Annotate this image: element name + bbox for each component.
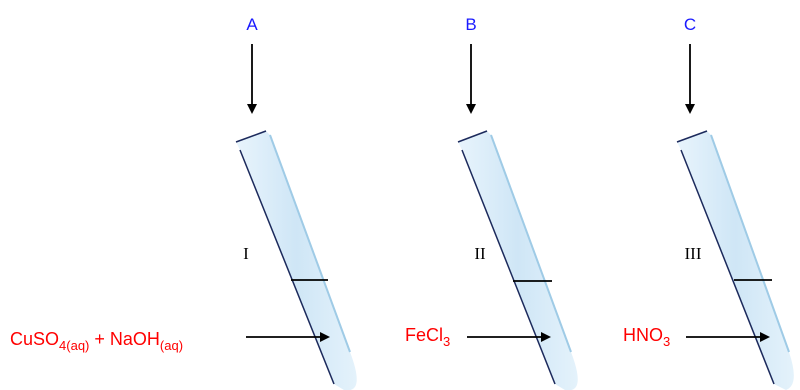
tube-group-c: C III HNO3 (623, 15, 794, 390)
tube-roman-c: III (685, 244, 702, 263)
reagent-label-c: HNO3 (623, 325, 670, 349)
test-tube-a (235, 130, 357, 390)
reagent-label-a: CuSO4(aq) + NaOH(aq) (10, 329, 183, 353)
tube-group-b: B II FeCl3 (405, 15, 578, 390)
test-tube-b (457, 130, 578, 390)
tube-letter-b: B (465, 15, 476, 34)
tube-roman-a: I (243, 244, 249, 263)
tube-letter-a: A (246, 15, 258, 34)
test-tube-c (676, 130, 794, 390)
reagent-label-b: FeCl3 (405, 325, 450, 349)
tube-group-a: A I CuSO4(aq) + NaOH(aq) (10, 15, 357, 390)
tube-letter-c: C (684, 15, 696, 34)
tube-roman-b: II (474, 244, 486, 263)
